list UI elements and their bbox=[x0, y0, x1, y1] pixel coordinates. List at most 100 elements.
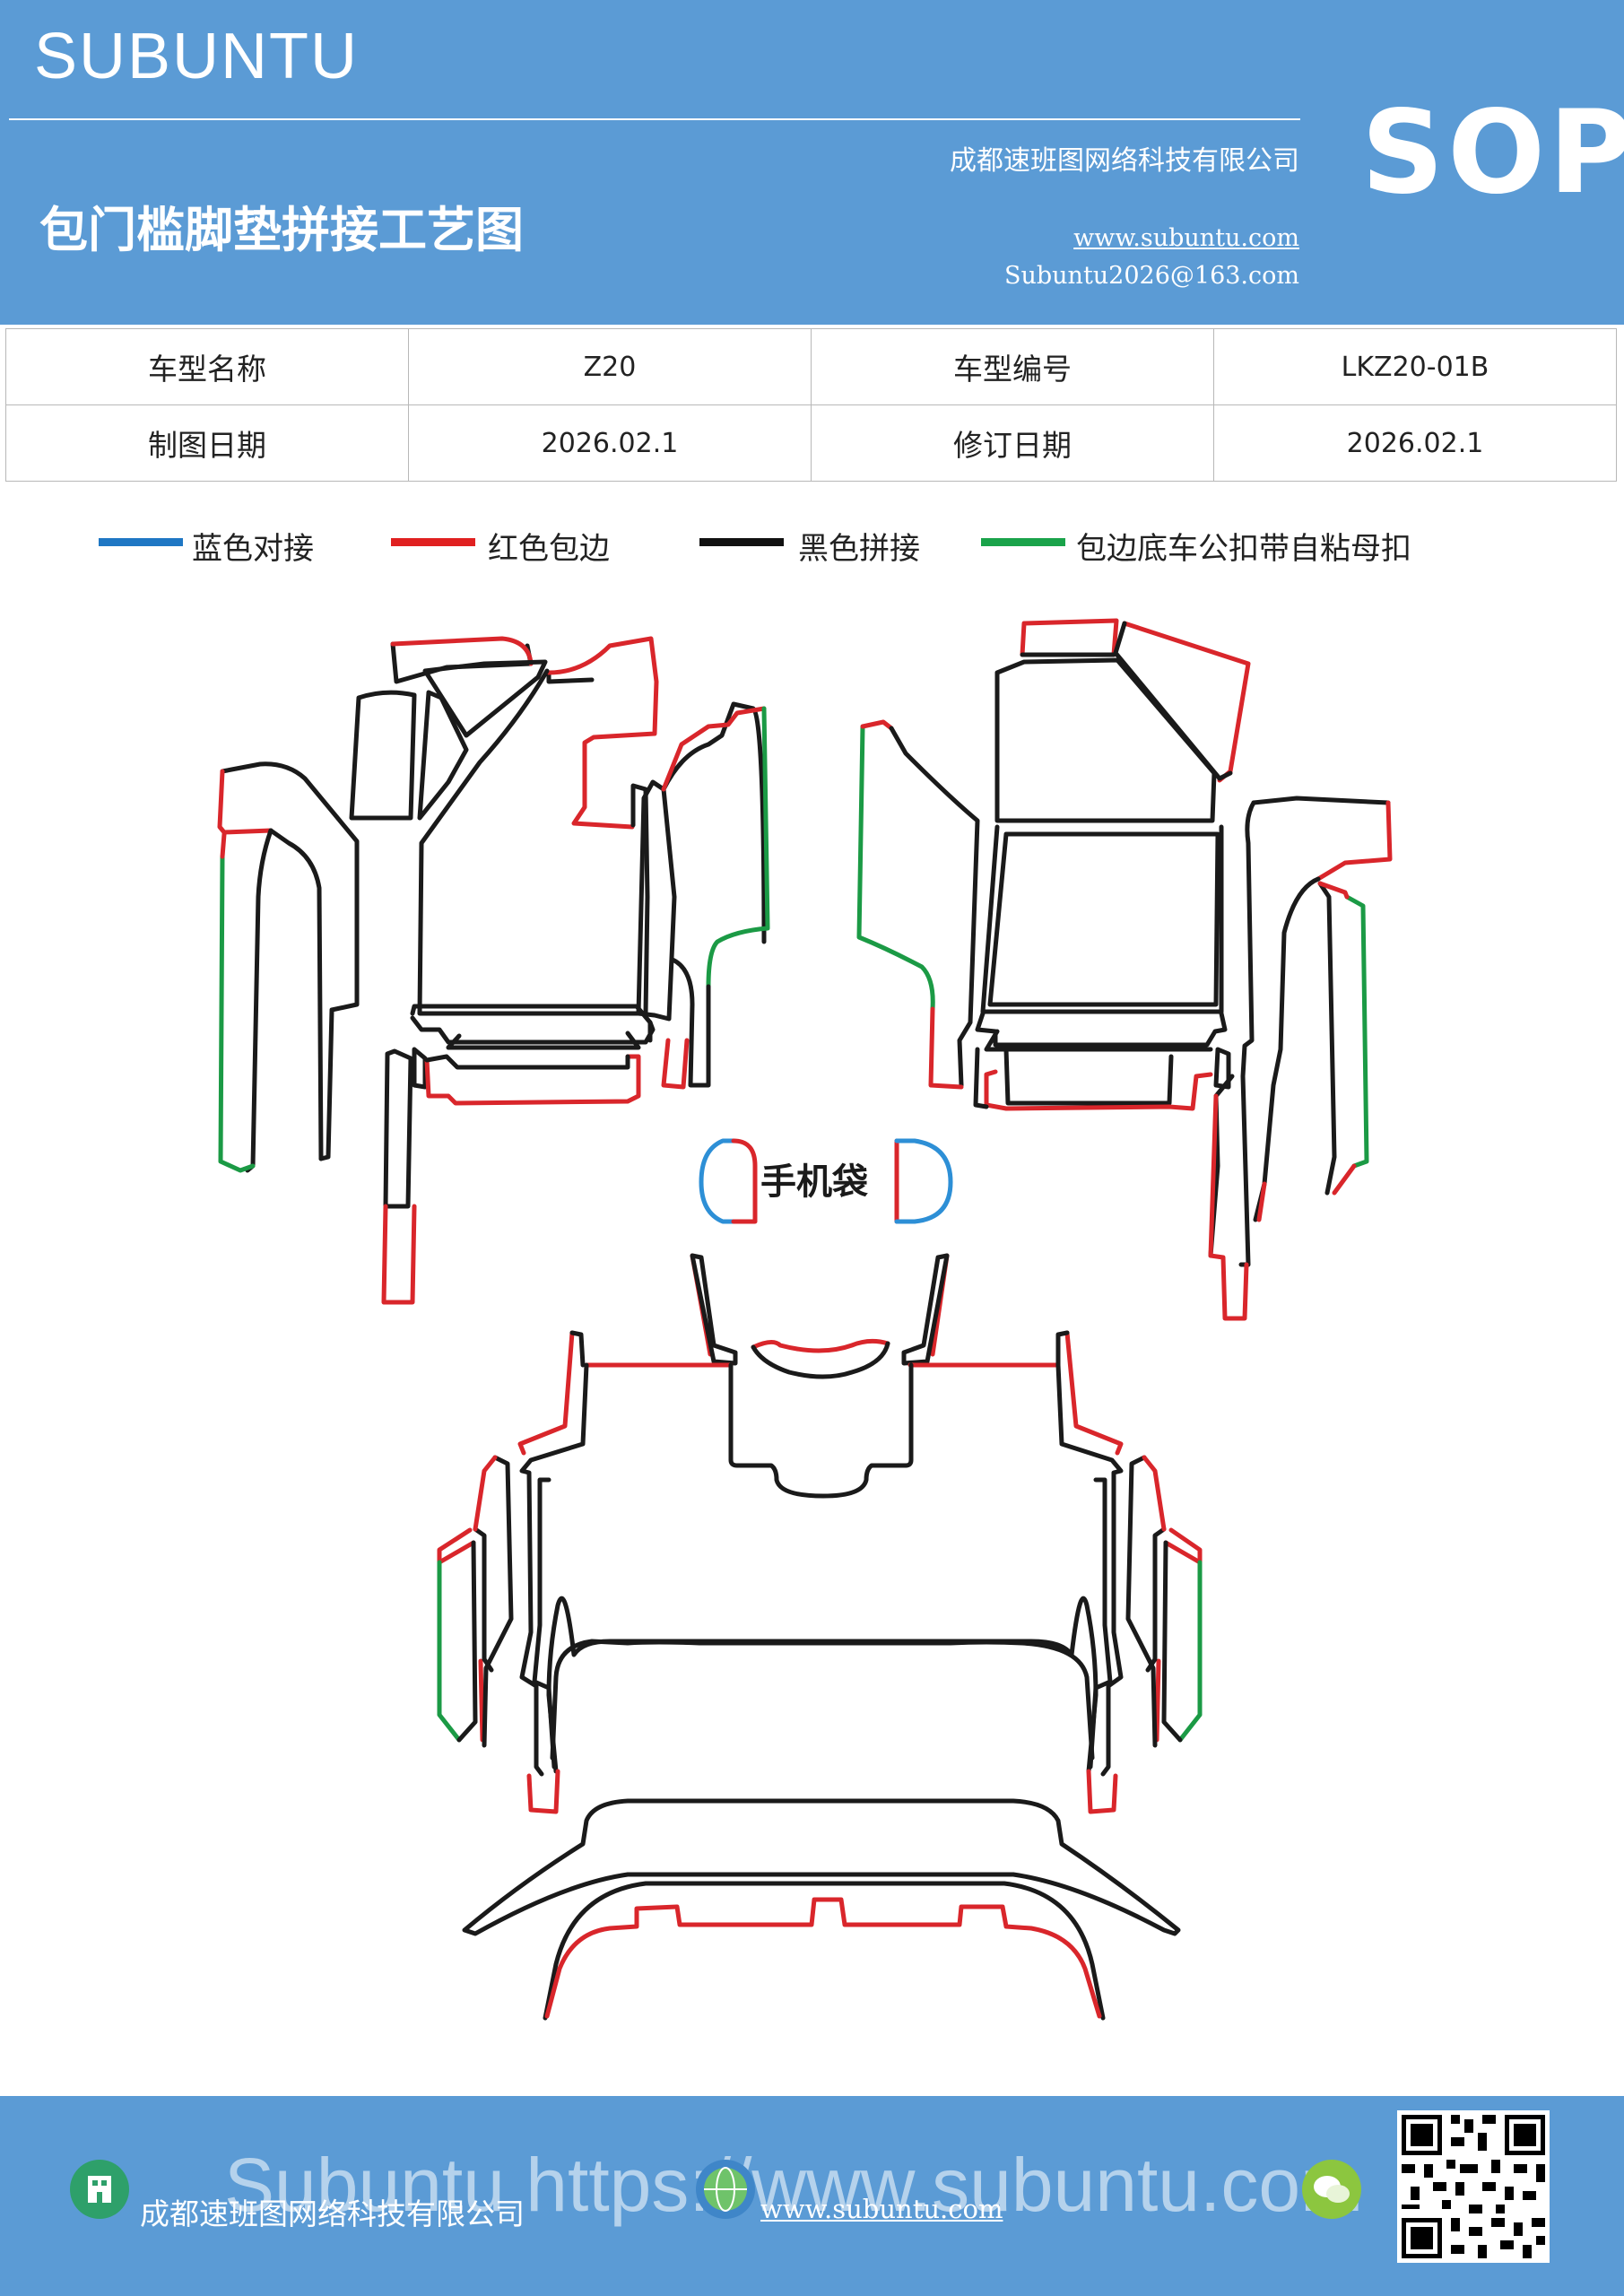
right-tab-piece-side bbox=[973, 1047, 989, 1109]
pocket-right-blue bbox=[894, 1138, 953, 1224]
rear-left-bracket bbox=[690, 1253, 738, 1366]
right-side-wing bbox=[1251, 796, 1391, 805]
left-crossbar bbox=[410, 1015, 656, 1045]
left-outer-strip-edge-red bbox=[661, 706, 767, 792]
legend-label: 红色包边 bbox=[488, 531, 610, 567]
revision-date-label: 修订日期 bbox=[811, 404, 1214, 482]
wechat-icon bbox=[1302, 2160, 1361, 2219]
building-icon bbox=[70, 2160, 129, 2219]
rear-right-bracket bbox=[901, 1253, 950, 1366]
right-green-strip-red bbox=[928, 1006, 964, 1090]
website-link[interactable]: www.subuntu.com bbox=[1073, 224, 1299, 252]
rear-left-ear bbox=[569, 1330, 586, 1368]
legend-swatch-black bbox=[699, 538, 784, 546]
rear-left-ear-red bbox=[517, 1330, 575, 1456]
rear-bumper-red bbox=[544, 1897, 1102, 2019]
right-crossbar-2 bbox=[984, 1029, 1213, 1052]
left-narrow-strip-a bbox=[383, 1048, 413, 1209]
right-side-wing-green bbox=[1344, 894, 1369, 1169]
left-outer-strip-edge-green bbox=[706, 706, 770, 989]
legend-label: 蓝色对接 bbox=[192, 531, 314, 567]
model-code-label: 车型编号 bbox=[811, 328, 1214, 405]
right-top-cap bbox=[1020, 618, 1119, 657]
right-side-wing-arm bbox=[1317, 881, 1337, 1196]
left-tall-strip bbox=[349, 690, 417, 821]
legend-swatch-red bbox=[391, 538, 475, 546]
rear-right-outer-green bbox=[1177, 1560, 1203, 1743]
left-side-wing bbox=[220, 761, 360, 1161]
globe-icon bbox=[696, 2160, 755, 2219]
rear-seat-panel-inner bbox=[550, 1639, 1095, 1761]
right-sill-group bbox=[856, 618, 1393, 1321]
left-crossbar-2 bbox=[446, 1031, 641, 1050]
brand-logo-text: SUBUNTU bbox=[34, 21, 360, 92]
rear-main-notch bbox=[728, 1362, 914, 1499]
right-narrow-strip-a bbox=[1213, 1047, 1231, 1090]
rear-bumper-black bbox=[543, 1881, 1106, 2021]
phone-pocket bbox=[699, 1138, 953, 1224]
header-divider bbox=[9, 118, 1300, 120]
model-name-label: 车型名称 bbox=[5, 328, 409, 405]
pocket-left-blue bbox=[699, 1138, 736, 1224]
left-narrow-strip-b bbox=[412, 1047, 428, 1090]
pocket-left-red bbox=[731, 1138, 758, 1224]
footer-company-name: 成都速班图网络科技有限公司 bbox=[140, 2196, 525, 2231]
rear-main-frame-r bbox=[1055, 1362, 1124, 1777]
right-upper-panel bbox=[994, 657, 1217, 823]
right-wedge-black bbox=[1113, 621, 1233, 781]
right-tab-piece bbox=[1003, 1047, 1174, 1106]
page-title: 包门槛脚垫拼接工艺图 bbox=[39, 201, 524, 258]
right-side-wing-red bbox=[1316, 800, 1393, 882]
legend-swatch-blue bbox=[99, 538, 183, 546]
right-green-strip-black bbox=[889, 726, 980, 1088]
draw-date-value: 2026.02.1 bbox=[408, 404, 812, 482]
left-diagonal-piece bbox=[417, 690, 469, 821]
rear-center-hump-red bbox=[751, 1338, 890, 1353]
model-name-value: Z20 bbox=[408, 328, 812, 405]
left-tab-piece-top bbox=[424, 1054, 630, 1070]
legend-swatch-green bbox=[981, 538, 1065, 546]
left-narrow-strip-a-red bbox=[381, 1204, 417, 1305]
rear-left-outer-red bbox=[437, 1527, 485, 1743]
model-code-value: LKZ20-01B bbox=[1213, 328, 1617, 405]
footer-website-link[interactable]: www.subuntu.com bbox=[760, 2194, 1003, 2224]
left-inner-strip-edge bbox=[661, 1038, 690, 1090]
email-address[interactable]: Subuntu2026@163.com bbox=[1004, 262, 1299, 290]
rear-left-outer-green bbox=[437, 1560, 462, 1743]
vehicle-info-table: 车型名称 Z20 车型编号 LKZ20-01B 制图日期 2026.02.1 修… bbox=[5, 328, 1617, 482]
rear-trunk-plate bbox=[462, 1798, 1181, 1936]
rear-right-outer-red bbox=[1154, 1527, 1203, 1743]
qr-code bbox=[1397, 2110, 1550, 2263]
left-tab-piece bbox=[424, 1054, 641, 1106]
draw-date-label: 制图日期 bbox=[5, 404, 409, 482]
left-side-wing-inner bbox=[245, 828, 274, 1173]
right-green-strip bbox=[856, 724, 935, 1012]
rear-center-hump bbox=[751, 1341, 890, 1379]
left-inner-strip bbox=[636, 779, 677, 1022]
rear-right-outer-black-b bbox=[1125, 1455, 1158, 1748]
rear-left-outer-red-b bbox=[473, 1455, 498, 1532]
left-sill-group bbox=[217, 636, 770, 1305]
right-side-wing-red-arm bbox=[1256, 881, 1357, 1222]
right-narrow-strip-b-red bbox=[1208, 1093, 1249, 1321]
right-tab-piece-red bbox=[984, 1069, 1213, 1111]
left-outer-strip bbox=[661, 701, 767, 944]
revision-date-value: 2026.02.1 bbox=[1213, 404, 1617, 482]
right-mid-panel bbox=[987, 831, 1220, 1007]
rear-main-frame bbox=[519, 1362, 589, 1777]
mat-splicing-diagram bbox=[217, 618, 1393, 2021]
rear-seat-panel bbox=[546, 1596, 1099, 1774]
right-side-wing-body bbox=[1238, 800, 1256, 1267]
rear-right-outer-red-b bbox=[1142, 1455, 1167, 1532]
phone-pocket-label: 手机袋 bbox=[760, 1161, 868, 1203]
table-row: 制图日期 2026.02.1 修订日期 2026.02.1 bbox=[5, 404, 1617, 482]
rear-right-ear-red bbox=[1064, 1330, 1124, 1456]
left-side-wing-green bbox=[218, 854, 256, 1173]
legend-label: 包边底车公扣带自粘母扣 bbox=[1076, 531, 1411, 567]
left-top-cap-edge bbox=[390, 636, 534, 666]
table-row: 车型名称 Z20 车型编号 LKZ20-01B bbox=[5, 328, 1617, 405]
left-side-wing-arm bbox=[268, 828, 324, 1161]
right-mid-outline bbox=[980, 824, 1224, 1014]
header-banner bbox=[0, 0, 1624, 325]
left-wing-piece bbox=[422, 659, 548, 738]
